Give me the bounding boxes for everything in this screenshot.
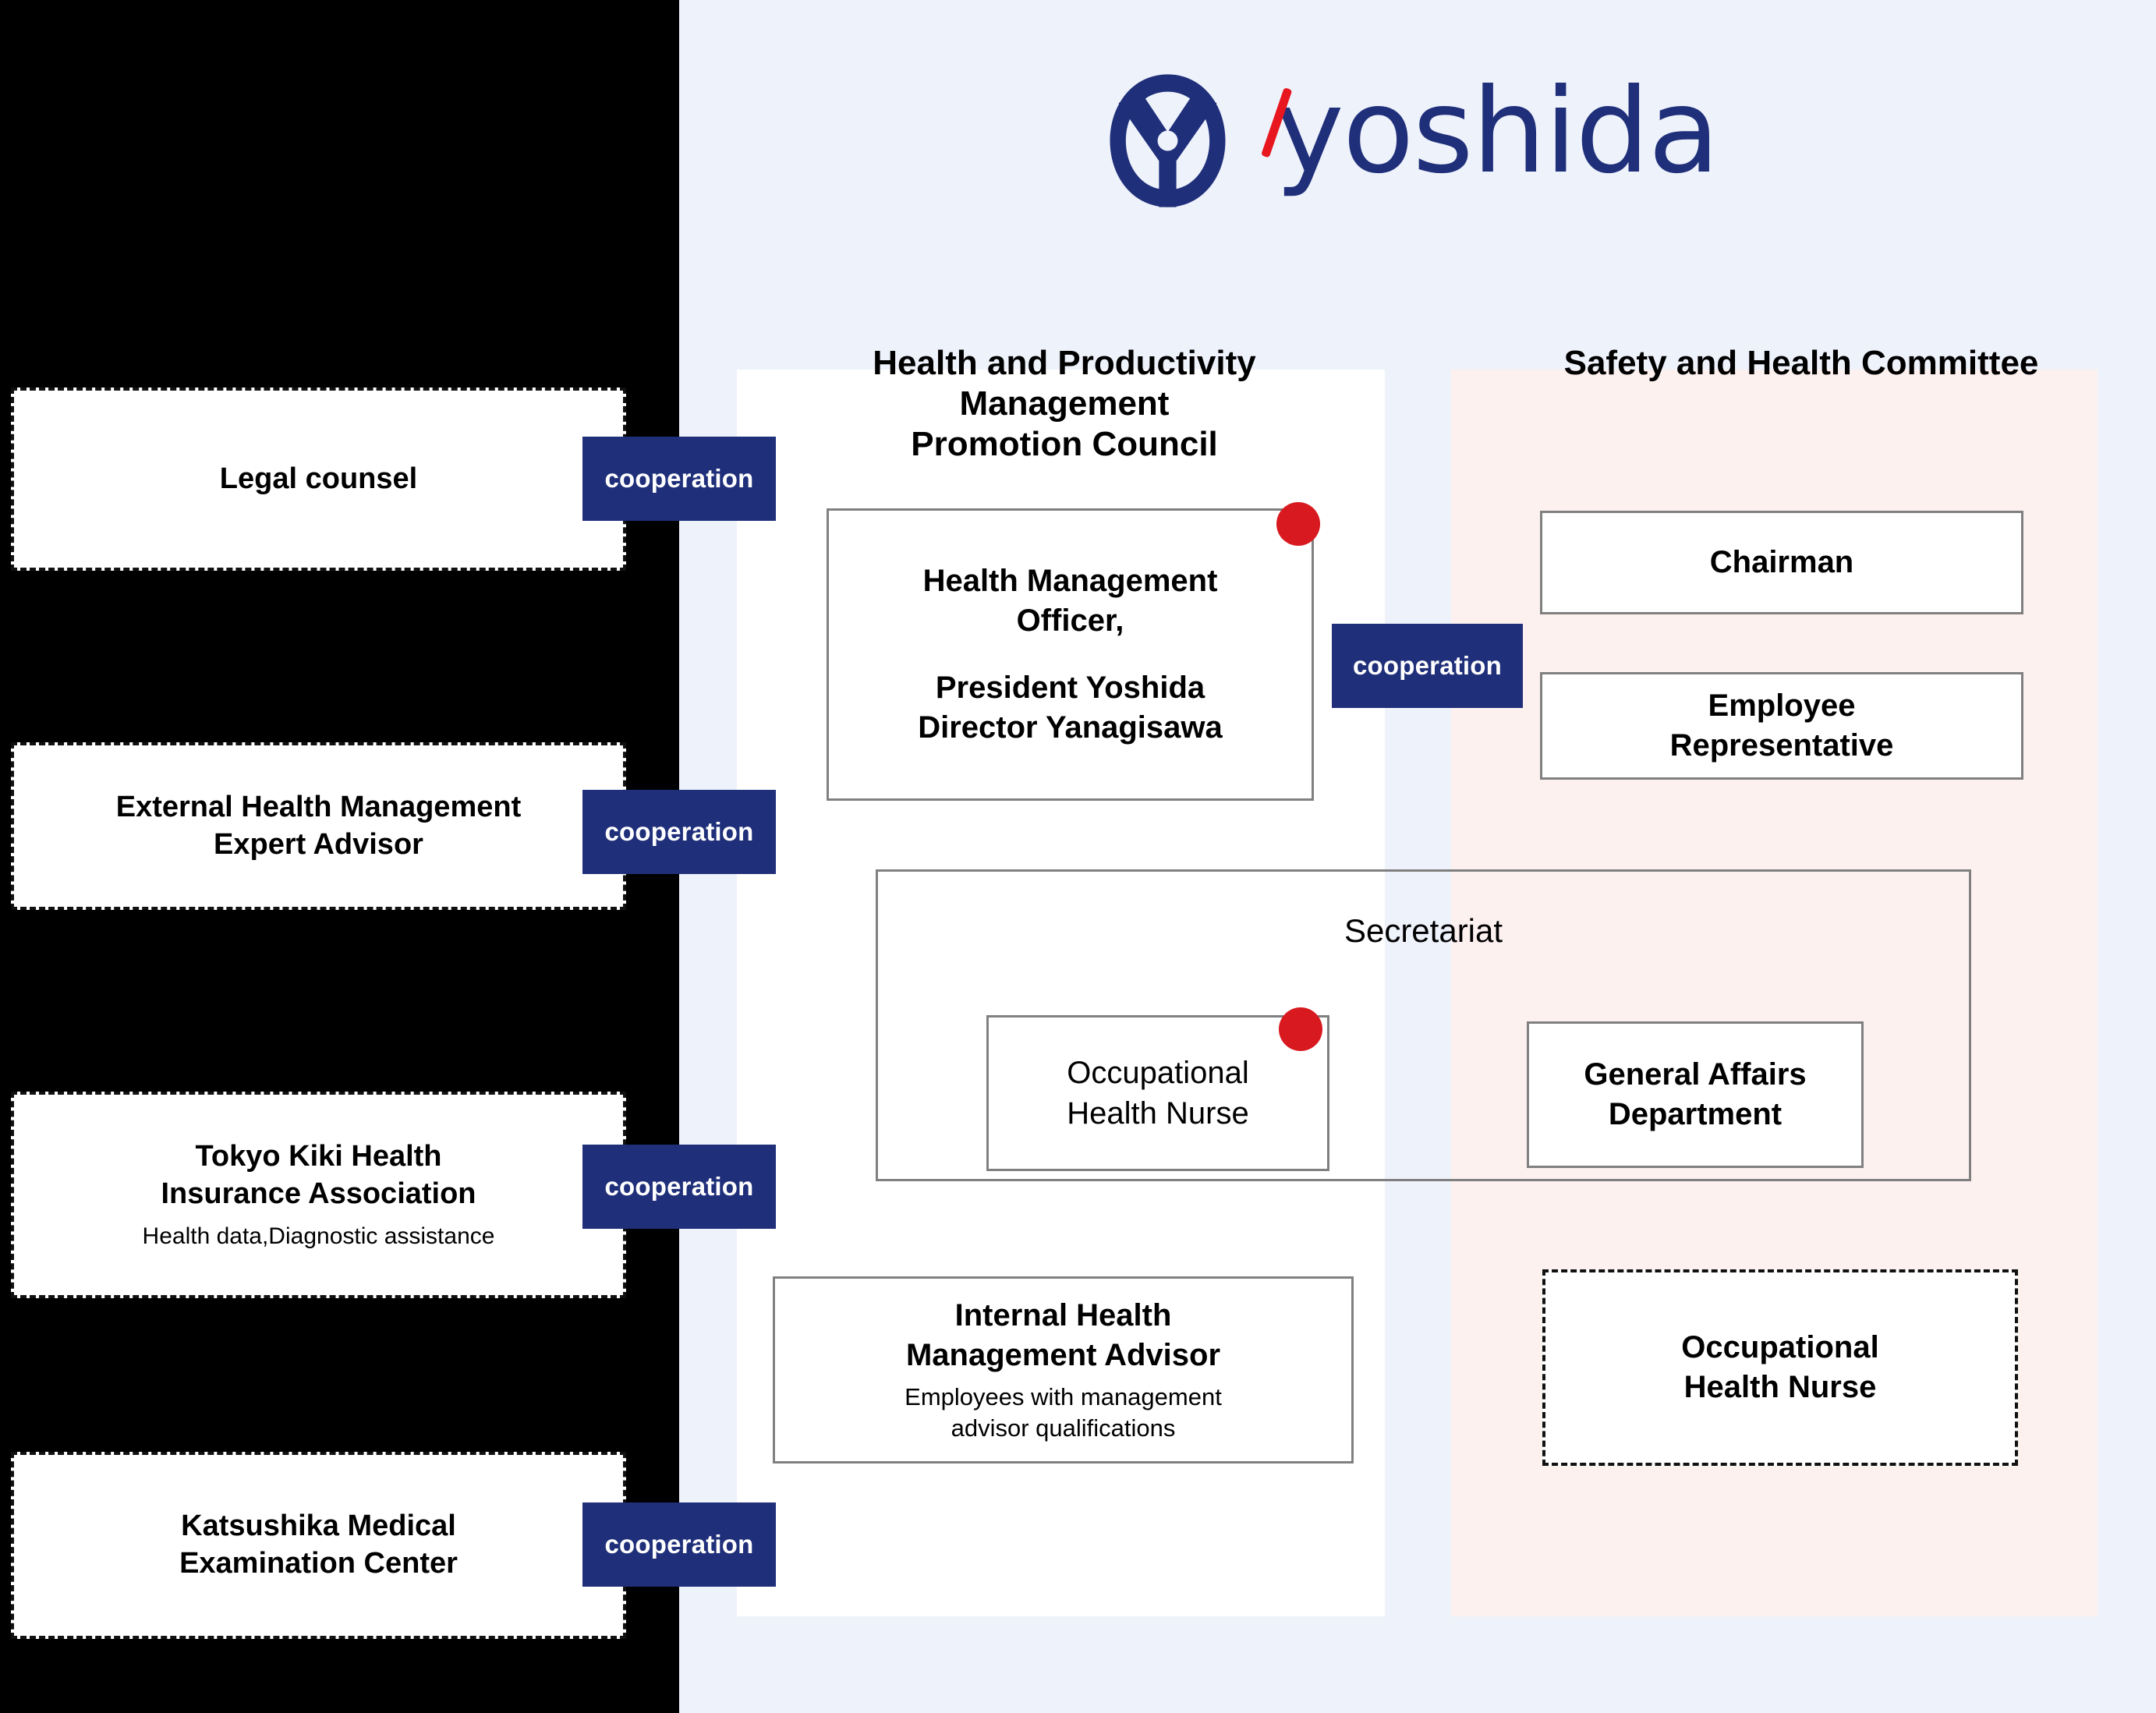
partner-box-legal-counsel: Legal counsel (11, 388, 626, 571)
right-nurse-line-1: Occupational (1681, 1329, 1879, 1364)
cooperation-badge-external-expert-advisor[interactable]: cooperation (582, 790, 776, 874)
internal-health-management-advisor-box: Internal Health Management Advisor Emplo… (773, 1276, 1354, 1463)
nurse-line-1: Occupational (1067, 1056, 1249, 1090)
nurse-line-2: Health Nurse (1067, 1096, 1249, 1131)
cooperation-badge-label: cooperation (1352, 651, 1503, 680)
general-affairs-line-1: General Affairs (1584, 1056, 1807, 1092)
cooperation-badge-label: cooperation (604, 464, 754, 493)
center-column-heading-line-1: Health and Productivity (873, 344, 1256, 382)
partner-title-line-2: Expert Advisor (214, 827, 423, 861)
officer-line-4: Director Yanagisawa (918, 710, 1223, 745)
red-dot-marker-nurse (1279, 1007, 1322, 1051)
cooperation-badge-center-right[interactable]: cooperation (1332, 624, 1523, 708)
partner-box-tokyo-kiki-health-insurance: Tokyo Kiki Health Insurance Association … (11, 1092, 626, 1298)
cooperation-badge-tokyo-kiki-health-insurance[interactable]: cooperation (582, 1145, 776, 1229)
partner-title: Legal counsel (219, 462, 418, 495)
center-column-heading-line-2: Management (959, 384, 1170, 423)
cooperation-badge-katsushika-medical-examination-center[interactable]: cooperation (582, 1502, 776, 1587)
cooperation-badge-label: cooperation (604, 817, 754, 846)
cooperation-badge-label: cooperation (604, 1530, 754, 1559)
right-nurse-line-2: Health Nurse (1683, 1370, 1877, 1404)
center-column-heading-line-3: Promotion Council (911, 424, 1218, 463)
advisor-sub-line-2: advisor qualifications (951, 1414, 1176, 1442)
logo-wordmark: yoshida (1275, 64, 1720, 200)
cooperation-badge-legal-counsel[interactable]: cooperation (582, 437, 776, 521)
employee-rep-line-2: Representative (1669, 728, 1894, 763)
partner-title-line-1: External Health Management (115, 790, 522, 823)
employee-representative-box: Employee Representative (1540, 672, 2023, 780)
red-dot-marker-officer (1276, 502, 1320, 546)
yoshida-y-circle-logo-icon (1110, 74, 1226, 207)
right-column-heading: Safety and Health Committee (1563, 344, 2039, 382)
chairman-box: Chairman (1540, 511, 2023, 614)
yoshida-logo: yoshida (1096, 62, 1758, 218)
partner-subtitle: Health data,Diagnostic assistance (142, 1223, 495, 1249)
partner-title-line-2: Insurance Association (161, 1177, 476, 1210)
officer-line-2: Officer, (1016, 603, 1124, 639)
officer-line-3: President Yoshida (935, 670, 1205, 705)
partner-title-line-2: Examination Center (179, 1547, 458, 1580)
right-occupational-health-nurse-box: Occupational Health Nurse (1542, 1269, 2018, 1466)
partner-title-line-1: Katsushika Medical (181, 1509, 456, 1543)
cooperation-badge-label: cooperation (604, 1172, 754, 1201)
partner-title-line-1: Tokyo Kiki Health (195, 1140, 442, 1173)
general-affairs-department-box: General Affairs Department (1527, 1021, 1864, 1168)
secretariat-label: Secretariat (1344, 912, 1503, 949)
general-affairs-line-2: Department (1608, 1097, 1783, 1131)
center-column-heading: Health and Productivity Management Promo… (795, 343, 1333, 465)
advisor-title-line-2: Management Advisor (905, 1337, 1221, 1372)
advisor-sub-line-1: Employees with management (905, 1382, 1222, 1410)
health-management-officer-box: Health Management Officer, President Yos… (827, 508, 1314, 801)
partner-box-external-expert-advisor: External Health Management Expert Adviso… (11, 742, 626, 910)
officer-line-1: Health Management (922, 564, 1218, 599)
employee-rep-line-1: Employee (1708, 688, 1856, 723)
secretariat-occupational-health-nurse-box: Occupational Health Nurse (986, 1015, 1329, 1171)
partner-box-katsushika-medical-examination-center: Katsushika Medical Examination Center (11, 1452, 626, 1639)
chairman-line-1: Chairman (1709, 544, 1854, 579)
secretariat-container: Secretariat (876, 869, 1971, 1181)
advisor-title-line-1: Internal Health (954, 1297, 1172, 1333)
